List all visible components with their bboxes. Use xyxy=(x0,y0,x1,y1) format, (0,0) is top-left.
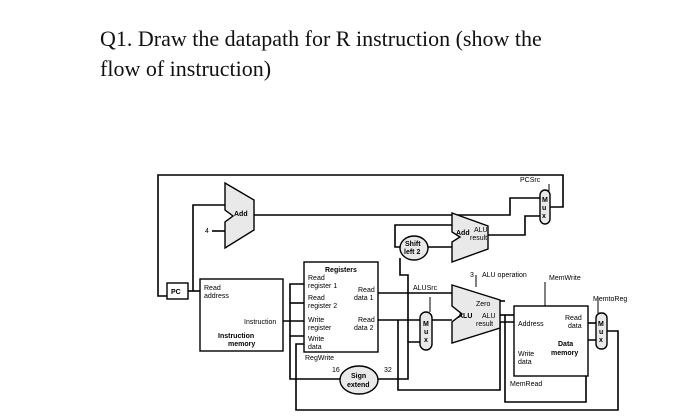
svg-text:Shift: Shift xyxy=(405,241,421,248)
svg-text:M: M xyxy=(598,321,604,328)
svg-text:extend: extend xyxy=(347,382,370,389)
svg-text:ALU operation: ALU operation xyxy=(482,272,527,279)
svg-text:data: data xyxy=(568,323,582,330)
svg-text:Sign: Sign xyxy=(351,373,366,380)
pcsrc-label: PCSrc xyxy=(520,177,541,184)
svg-text:register: register xyxy=(308,325,332,332)
svg-text:memory: memory xyxy=(228,341,255,348)
mux-label-1: M xyxy=(542,197,548,204)
svg-text:u: u xyxy=(599,329,603,336)
svg-text:Write: Write xyxy=(308,336,324,343)
svg-text:x: x xyxy=(424,337,428,344)
sign-extend: Sign extend 16 32 xyxy=(332,365,392,395)
svg-text:RegWrite: RegWrite xyxy=(305,355,334,362)
svg-text:Read: Read xyxy=(308,275,325,282)
memtoreg-mux: M u x MemtoReg xyxy=(593,296,627,350)
svg-text:MemtoReg: MemtoReg xyxy=(593,296,627,303)
svg-text:16: 16 xyxy=(332,367,340,374)
svg-text:M: M xyxy=(423,321,429,328)
main-alu: ALU Zero ALU result 3 ALU operation xyxy=(451,272,527,344)
svg-text:ALU: ALU xyxy=(474,227,488,234)
svg-text:3: 3 xyxy=(470,272,474,279)
svg-text:Read: Read xyxy=(565,315,582,322)
data-memory: Address Read data Data memory Write data… xyxy=(510,275,589,388)
svg-text:Instruction: Instruction xyxy=(244,319,276,326)
svg-text:MemWrite: MemWrite xyxy=(549,275,581,282)
svg-text:Registers: Registers xyxy=(325,267,357,274)
svg-text:Add: Add xyxy=(456,230,470,237)
branch-adder: Add ALU result xyxy=(451,212,489,263)
svg-text:Zero: Zero xyxy=(476,301,491,308)
svg-text:x: x xyxy=(542,213,546,220)
svg-text:Instruction: Instruction xyxy=(218,333,254,340)
top-adder: Add 4 xyxy=(205,181,255,250)
svg-text:register 2: register 2 xyxy=(308,303,337,310)
instruction-memory: Read address Instruction Instruction mem… xyxy=(199,278,284,352)
question-line-1: Q1. Draw the datapath for R instruction … xyxy=(100,26,542,51)
svg-text:Write: Write xyxy=(518,351,534,358)
svg-text:Read: Read xyxy=(358,317,375,324)
svg-text:ALU: ALU xyxy=(458,313,472,320)
svg-text:register 1: register 1 xyxy=(308,283,337,290)
pc-register: PC xyxy=(166,282,189,300)
add-label: Add xyxy=(234,211,248,218)
svg-text:MemRead: MemRead xyxy=(510,381,542,388)
svg-text:Write: Write xyxy=(308,317,324,324)
alusrc-mux: M u x ALUSrc xyxy=(413,285,438,351)
question-line-2: flow of instruction) xyxy=(100,56,272,81)
svg-text:data 2: data 2 xyxy=(354,325,374,332)
svg-text:Read: Read xyxy=(308,295,325,302)
svg-text:ALUSrc: ALUSrc xyxy=(413,285,438,292)
svg-text:Address: Address xyxy=(518,321,544,328)
shift-left-2: Shift left 2 xyxy=(399,235,429,261)
register-file: Registers Read register 1 Read register … xyxy=(303,261,379,362)
svg-text:left 2: left 2 xyxy=(404,249,420,256)
svg-text:address: address xyxy=(204,293,229,300)
svg-text:data 1: data 1 xyxy=(354,295,374,302)
svg-text:u: u xyxy=(542,205,546,212)
svg-text:x: x xyxy=(599,337,603,344)
pc-label: PC xyxy=(171,289,181,296)
svg-text:ALU: ALU xyxy=(482,313,496,320)
svg-text:result: result xyxy=(470,235,487,242)
svg-text:data: data xyxy=(308,344,322,351)
svg-text:32: 32 xyxy=(384,367,392,374)
datapath-wires xyxy=(157,174,619,411)
svg-text:data: data xyxy=(518,359,532,366)
pcsrc-mux: M u x PCSrc xyxy=(520,177,551,225)
question-text: Q1. Draw the datapath for R instruction … xyxy=(100,24,660,84)
svg-text:memory: memory xyxy=(551,350,578,357)
svg-text:result: result xyxy=(476,321,493,328)
svg-text:Read: Read xyxy=(204,285,221,292)
svg-text:Data: Data xyxy=(558,341,573,348)
svg-text:u: u xyxy=(424,329,428,336)
svg-text:Read: Read xyxy=(358,287,375,294)
constant-four: 4 xyxy=(205,228,209,235)
